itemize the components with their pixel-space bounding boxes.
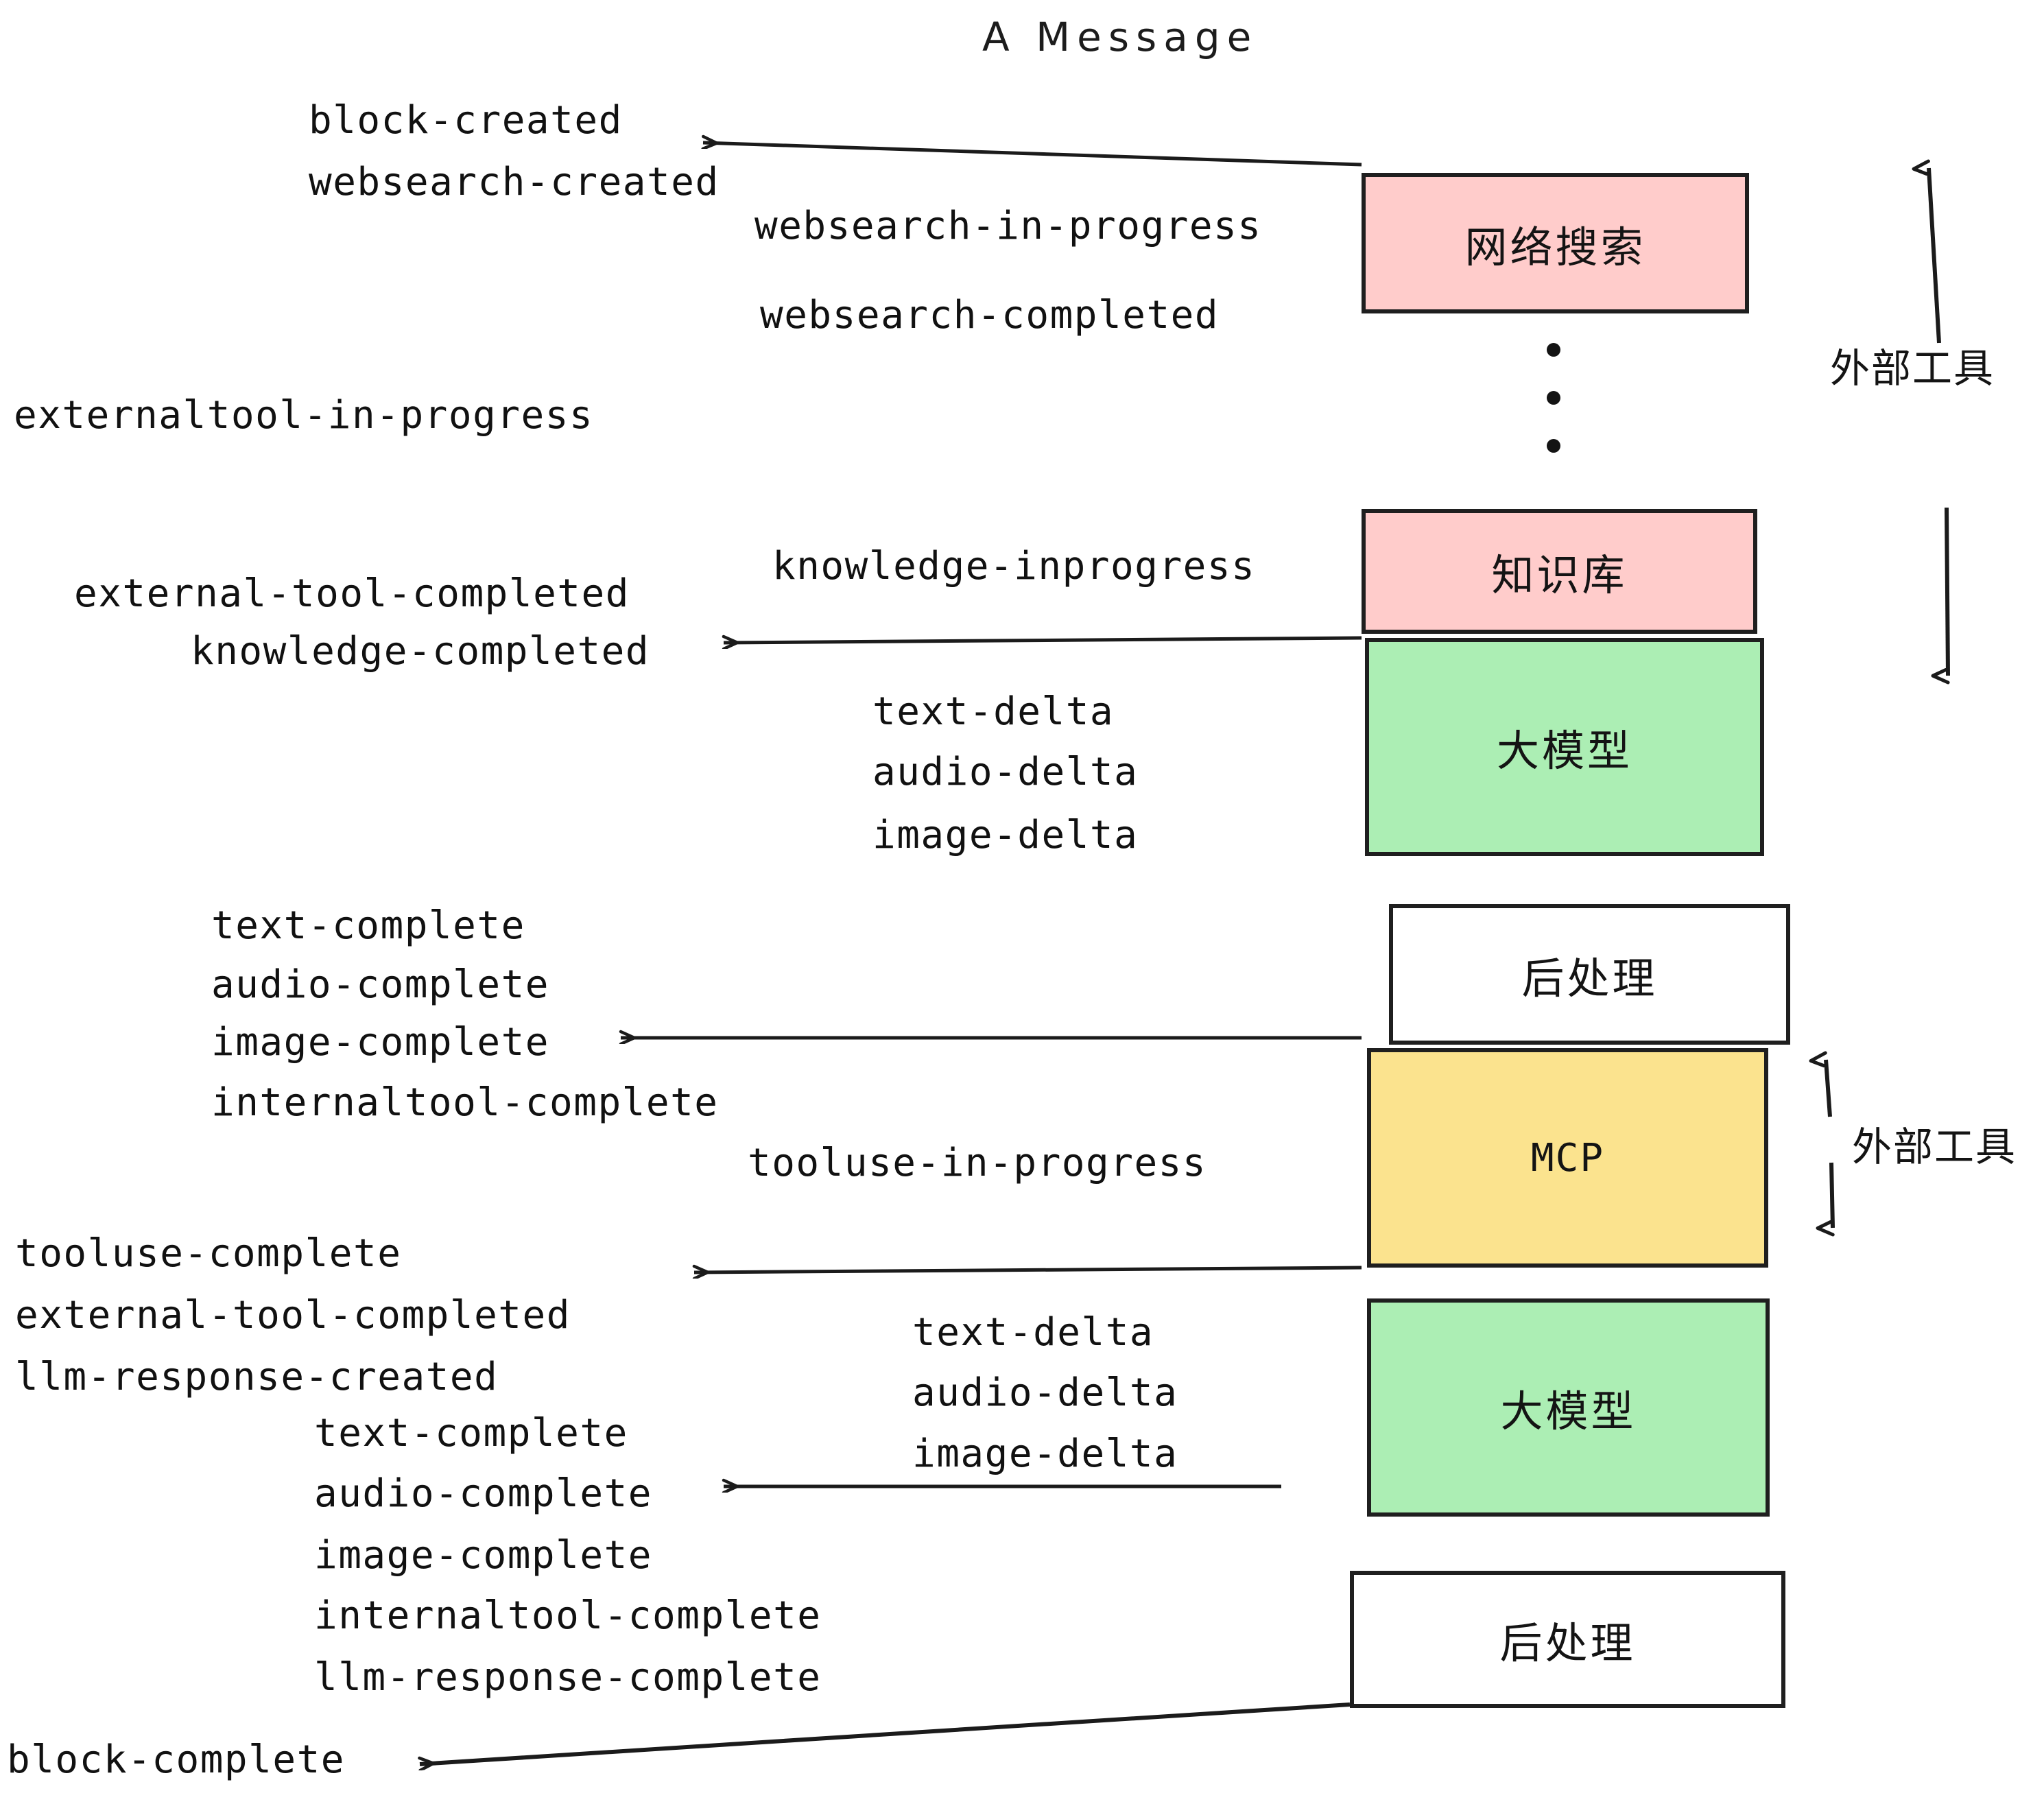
arrow-websearch-to-created [703, 143, 1362, 167]
event-image-complete-1: image-complete [211, 1020, 550, 1065]
event-knowledge-completed: knowledge-completed [191, 629, 650, 674]
event-external-tool-completed-1: external-tool-completed [74, 571, 630, 616]
event-knowledge-inprogress: knowledge-inprogress [772, 544, 1256, 589]
arrow-knowledge-to-completed [724, 638, 1362, 643]
event-llm-response-complete: llm-response-complete [314, 1655, 822, 1700]
external-tools-down-arrow-top [1947, 507, 1950, 676]
event-text-complete-2: text-complete [314, 1411, 628, 1456]
stage-box-knowledge-label: 知识库 [1491, 550, 1628, 600]
stage-box-llm-2[interactable]: 大模型 [1367, 1298, 1770, 1517]
external-tools-up-arrow-bottom [1826, 1060, 1832, 1117]
vertical-ellipsis-icon [1547, 343, 1560, 453]
stage-box-mcp-label: MCP [1530, 1135, 1605, 1180]
event-llm-response-created: llm-response-created [15, 1355, 499, 1399]
stage-box-llm-1-label: 大模型 [1496, 726, 1632, 776]
stage-box-websearch-label: 网络搜索 [1464, 222, 1646, 272]
event-text-complete-1: text-complete [211, 903, 525, 948]
side-label-external-tools-bottom: 外部工具 [1852, 1124, 2017, 1170]
event-websearch-in-progress: websearch-in-progress [754, 204, 1262, 248]
event-text-delta-2: text-delta [912, 1310, 1154, 1355]
event-externaltool-in-progress: externaltool-in-progress [14, 393, 594, 438]
event-audio-delta-1: audio-delta [872, 750, 1139, 794]
event-image-complete-2: image-complete [314, 1533, 653, 1578]
stage-box-mcp[interactable]: MCP [1367, 1048, 1768, 1268]
arrow-mcp-to-tooluse-complete [694, 1268, 1362, 1272]
event-external-tool-completed-2: external-tool-completed [15, 1293, 571, 1338]
event-block-complete: block-complete [7, 1737, 346, 1782]
stage-box-postprocess-1[interactable]: 后处理 [1389, 904, 1790, 1045]
event-text-delta-1: text-delta [872, 689, 1115, 734]
external-tools-down-arrow-bottom [1831, 1162, 1835, 1228]
event-block-created: block-created [309, 98, 623, 143]
event-audio-complete-1: audio-complete [211, 962, 550, 1007]
event-image-delta-1: image-delta [872, 813, 1139, 857]
event-internaltool-complete-2: internaltool-complete [314, 1593, 822, 1638]
side-label-external-tools-top: 外部工具 [1830, 345, 1995, 392]
external-tools-up-arrow-top [1929, 168, 1941, 344]
stage-box-postprocess-2-label: 后处理 [1499, 1618, 1636, 1668]
event-audio-delta-2: audio-delta [912, 1370, 1178, 1415]
event-websearch-completed: websearch-completed [760, 293, 1220, 337]
arrow-postproc2-to-block-complete [420, 1702, 1351, 1764]
stage-box-postprocess-2[interactable]: 后处理 [1350, 1571, 1785, 1708]
event-image-delta-2: image-delta [912, 1432, 1178, 1476]
event-audio-complete-2: audio-complete [314, 1471, 653, 1516]
event-tooluse-complete: tooluse-complete [15, 1231, 402, 1276]
stage-box-knowledge[interactable]: 知识库 [1362, 509, 1757, 634]
event-internaltool-complete-1: internaltool-complete [211, 1080, 719, 1125]
event-websearch-created: websearch-created [309, 160, 720, 204]
stage-box-postprocess-1-label: 后处理 [1521, 953, 1658, 1004]
stage-box-llm-1[interactable]: 大模型 [1365, 638, 1764, 856]
page-title: A Message [982, 14, 1259, 60]
stage-box-llm-2-label: 大模型 [1500, 1386, 1637, 1436]
stage-box-websearch[interactable]: 网络搜索 [1362, 173, 1749, 313]
event-tooluse-in-progress: tooluse-in-progress [748, 1141, 1207, 1185]
